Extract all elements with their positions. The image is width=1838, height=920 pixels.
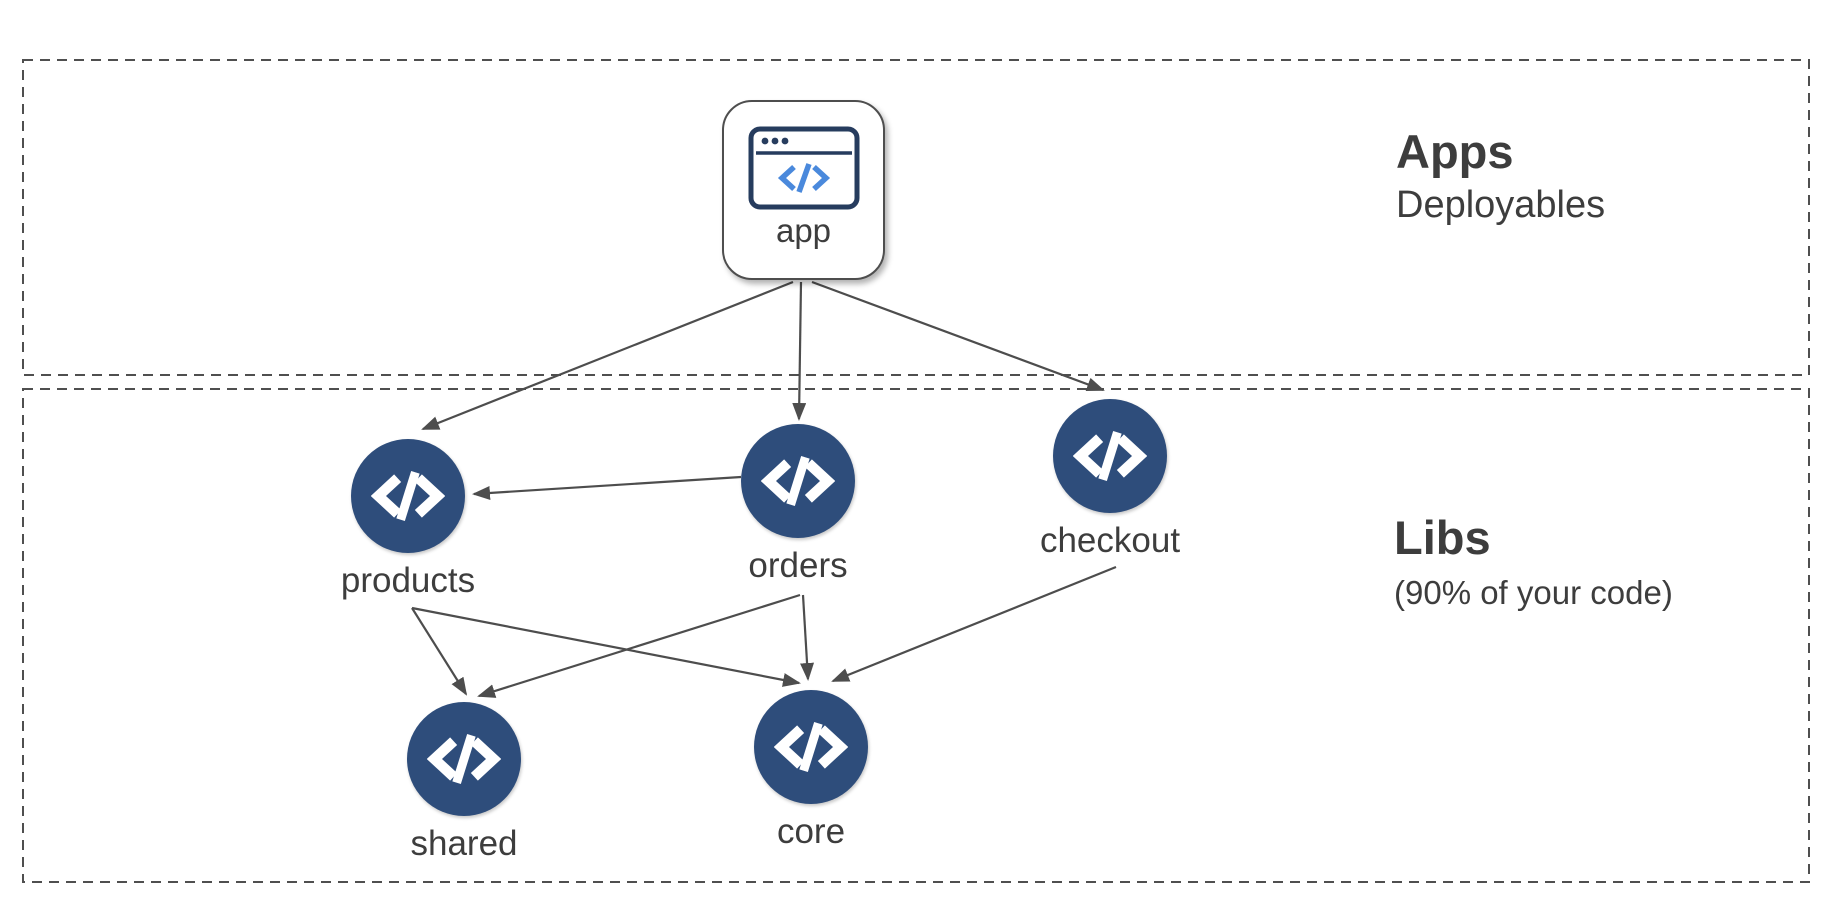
node-shared-label: shared	[410, 824, 518, 863]
node-checkout-circle	[1053, 399, 1167, 513]
node-checkout-label: checkout	[1039, 521, 1181, 560]
node-orders-label: orders	[748, 546, 848, 585]
apps-section-label: Apps Deployables	[1396, 124, 1605, 229]
node-orders: orders	[708, 424, 888, 583]
node-products-label: products	[340, 561, 476, 600]
node-shared-circle	[407, 702, 521, 816]
edge-app-products	[421, 280, 794, 431]
node-products-circle	[351, 439, 465, 553]
node-products: products	[318, 439, 498, 598]
browser-code-icon	[748, 126, 859, 210]
node-orders-circle	[741, 424, 855, 538]
apps-zone-border	[22, 59, 1810, 376]
libs-section-label: Libs (90% of your code)	[1394, 510, 1673, 613]
libs-zone-border	[22, 388, 1810, 883]
edge-orders-core	[800, 594, 815, 681]
code-icon	[427, 733, 501, 785]
libs-section-subtitle: (90% of your code)	[1394, 574, 1673, 612]
edge-app-checkout	[811, 280, 1105, 392]
node-core-circle	[754, 690, 868, 804]
edge-checkout-core	[831, 565, 1117, 683]
apps-section-subtitle: Deployables	[1396, 184, 1606, 227]
edge-orders-products	[472, 475, 742, 500]
edge-orders-shared	[477, 593, 801, 698]
node-core: core	[721, 690, 901, 849]
edge-products-shared	[411, 607, 468, 696]
node-checkout: checkout	[1020, 399, 1200, 558]
code-icon	[1073, 430, 1147, 482]
edge-products-core	[411, 606, 801, 687]
code-icon	[774, 721, 848, 773]
node-app: app	[722, 100, 885, 280]
edge-app-orders	[792, 281, 807, 421]
node-shared: shared	[374, 702, 554, 861]
node-app-label: app	[775, 212, 832, 249]
node-core-label: core	[776, 812, 846, 851]
libs-section-title: Libs	[1394, 511, 1491, 564]
code-icon	[371, 470, 445, 522]
code-icon	[761, 455, 835, 507]
apps-section-title: Apps	[1396, 125, 1514, 178]
